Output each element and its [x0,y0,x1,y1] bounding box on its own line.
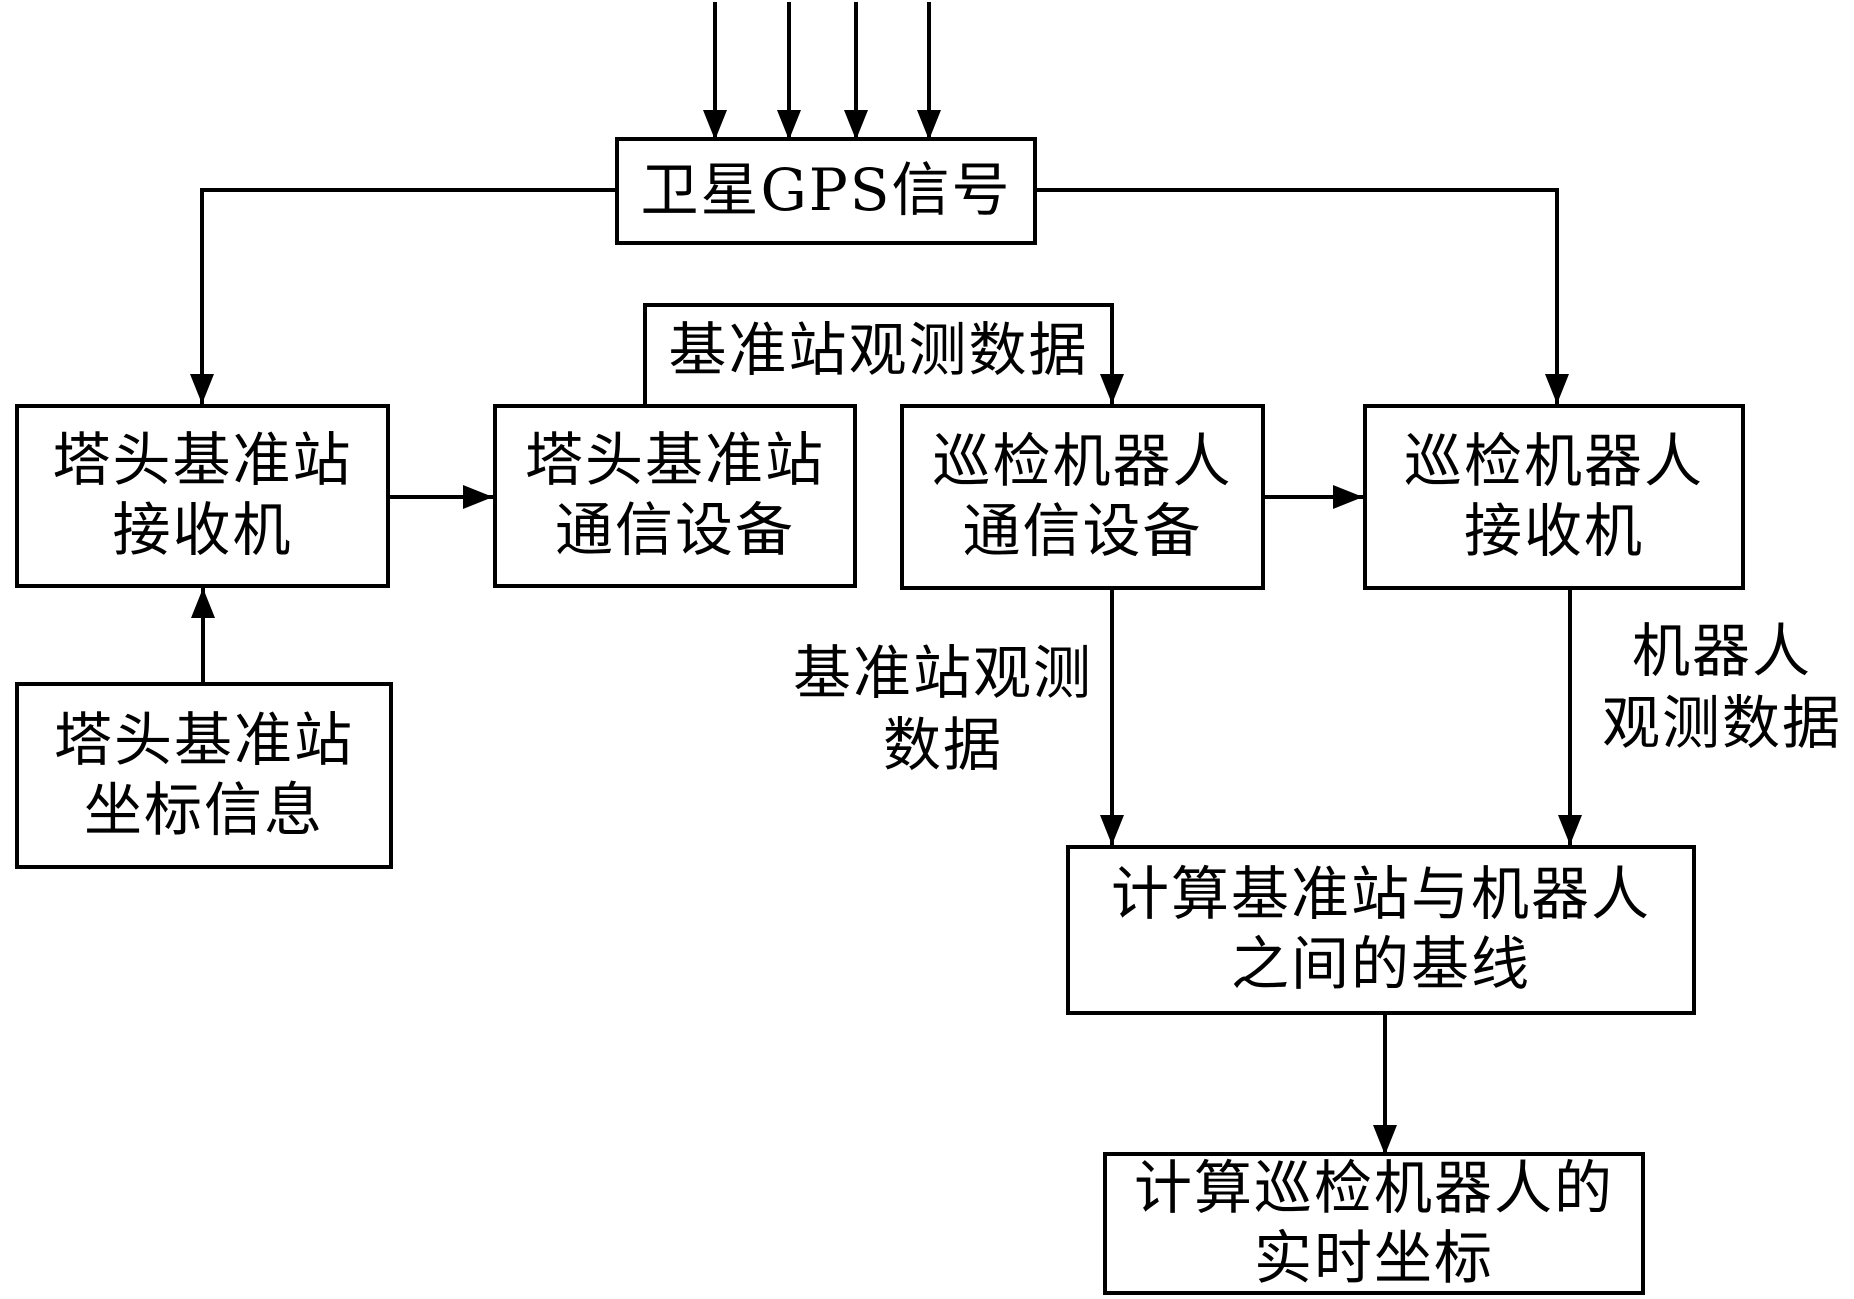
edge-label-robot-obs-line1: 机器人 [1631,617,1812,685]
edge-label-base-obs-mid-line2: 数据 [882,710,1003,779]
edge-label-base-obs-top: 基准站观测数据 [645,315,1112,405]
edge-label-base-obs-mid: 基准站观测 数据 [743,638,1143,788]
node-baseline-calc-line1: 计算基准站与机器人 [1110,860,1651,929]
node-robot-comm-line2: 通信设备 [962,497,1203,565]
node-robot-receiver: 巡检机器人 接收机 [1363,404,1745,590]
node-robot-comm-line1: 巡检机器人 [932,427,1233,496]
node-tower-comm: 塔头基准站 通信设备 [493,404,857,588]
arrow-gps-to-robot-receiver [1037,188,1569,404]
node-realtime-coord: 计算巡检机器人的 实时坐标 [1103,1152,1645,1295]
edge-label-robot-obs: 机器人 观测数据 [1593,616,1851,766]
node-baseline-calc: 计算基准站与机器人 之间的基线 [1066,845,1696,1015]
edge-label-base-obs-mid-line1: 基准站观测 [792,639,1093,707]
node-baseline-calc-line2: 之间的基线 [1230,930,1531,998]
arrow-gps-to-tower-receiver [190,188,615,404]
node-tower-coord: 塔头基准站 坐标信息 [15,682,393,869]
arrow-tower-comm-to-robot-comm [643,303,1124,404]
node-gps-signal-label: 卫星GPS信号 [640,156,1012,225]
node-tower-coord-line2: 坐标信息 [83,775,324,844]
node-tower-receiver-line2: 接收机 [112,496,293,564]
node-robot-receiver-line1: 巡检机器人 [1403,427,1704,496]
node-tower-coord-line1: 塔头基准站 [53,705,354,774]
node-tower-comm-line2: 通信设备 [554,496,795,564]
node-robot-receiver-line2: 接收机 [1463,497,1644,565]
node-realtime-coord-line1: 计算巡检机器人的 [1133,1153,1614,1222]
node-tower-receiver: 塔头基准站 接收机 [15,404,390,588]
edge-label-base-obs-top-text: 基准站观测数据 [668,316,1089,384]
node-tower-receiver-line1: 塔头基准站 [52,426,353,495]
node-tower-comm-line1: 塔头基准站 [524,426,825,495]
node-realtime-coord-line2: 实时坐标 [1253,1223,1494,1292]
node-gps-signal: 卫星GPS信号 [615,137,1037,245]
edge-label-robot-obs-line2: 观测数据 [1601,688,1842,757]
node-robot-comm: 巡检机器人 通信设备 [900,404,1265,590]
